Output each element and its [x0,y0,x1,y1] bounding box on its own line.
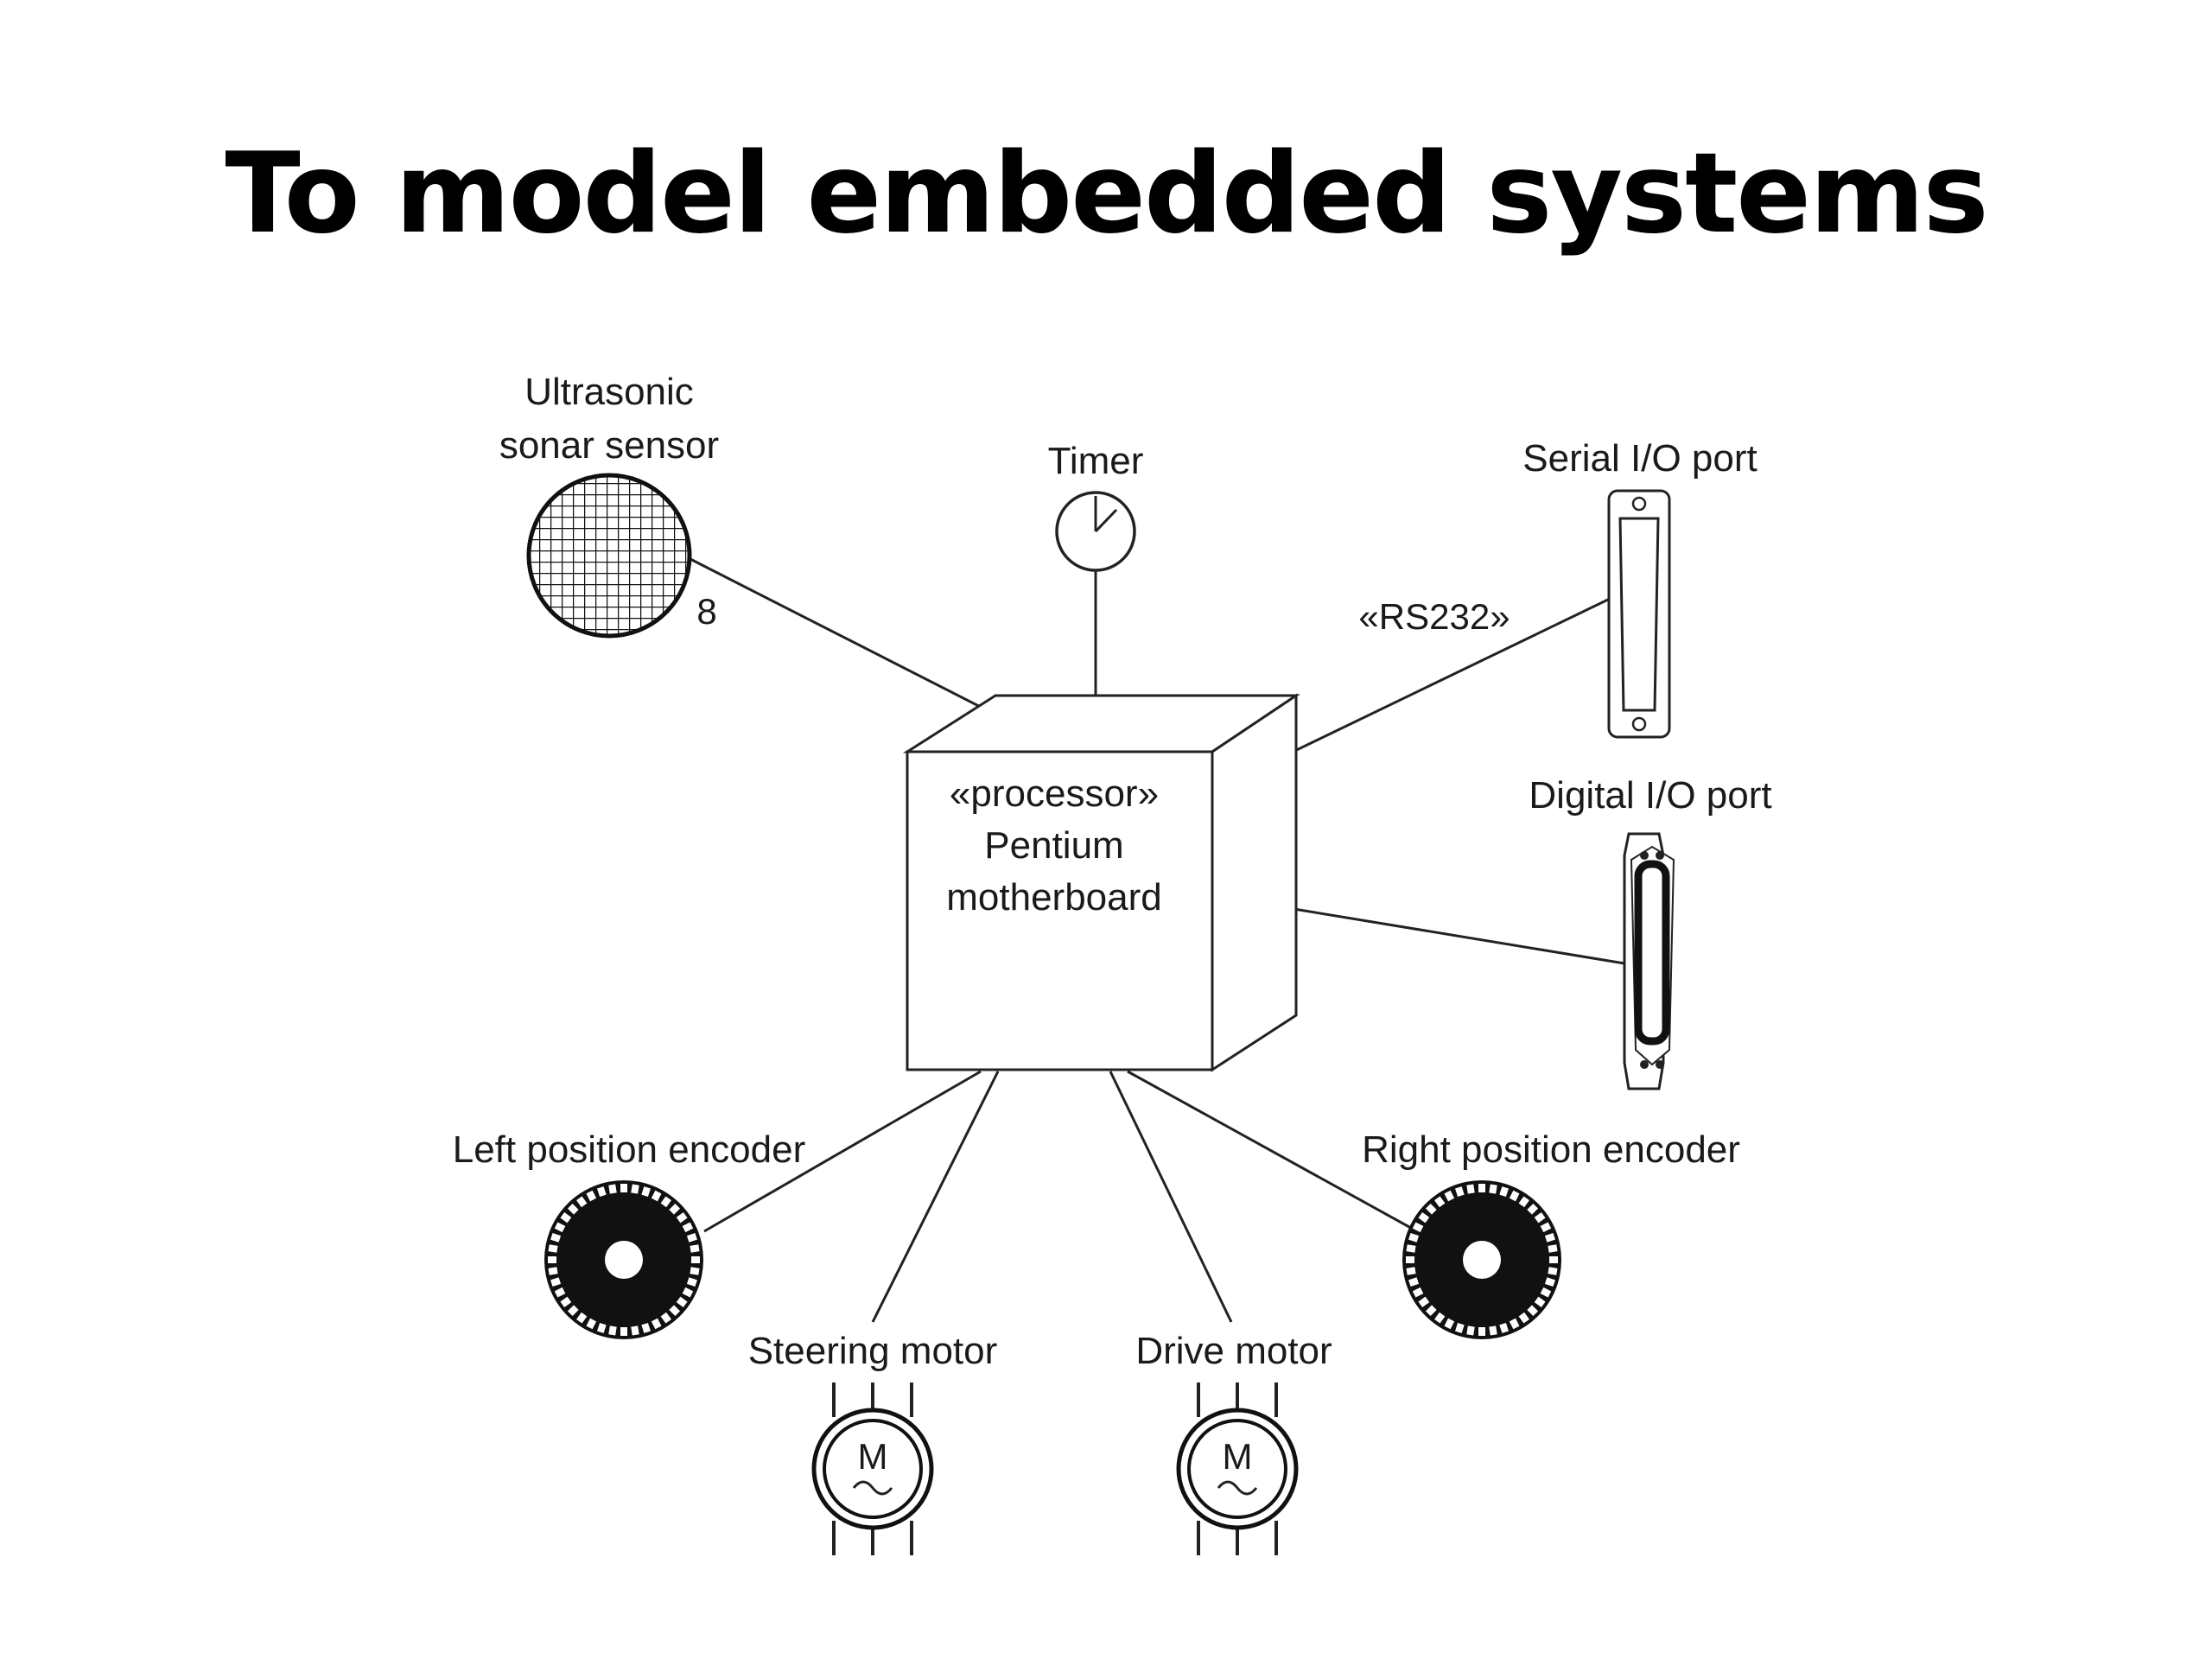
drive-motor-symbol: M [1223,1436,1253,1477]
sonar-label-line2: sonar sensor [499,424,719,467]
left-position-encoder[interactable]: Left position encoder [453,1128,806,1339]
encoder-wheel-icon [544,1180,703,1339]
right-position-encoder[interactable]: Right position encoder [1362,1128,1740,1339]
serial-port-label: Serial I/O port [1522,437,1757,480]
rs232-connector-label: «RS232» [1358,596,1510,637]
processor-node[interactable]: «processor» Pentium motherboard [902,693,1300,1072]
processor-name-line2: motherboard [946,876,1161,918]
digital-link [1256,901,1625,965]
left-encoder-label: Left position encoder [453,1128,806,1171]
drive-motor[interactable]: Drive motor M [1135,1330,1332,1555]
sonar-label-line1: Ultrasonic [524,371,694,413]
serial-io-port[interactable]: Serial I/O port «RS232» [1358,437,1758,739]
db25-connector-icon [1607,489,1671,739]
drive-link [1109,1071,1233,1323]
sonar-link [686,556,1005,721]
processor-stereotype: «processor» [950,772,1159,815]
steering-motor[interactable]: Steering motor M [748,1330,998,1555]
sonar-multiplicity: 8 [696,591,716,632]
steering-motor-label: Steering motor [748,1330,998,1372]
parallel-connector-icon [1623,832,1675,1090]
digital-io-port[interactable]: Digital I/O port [1529,774,1772,1090]
slide-title: To model embedded systems [225,130,1988,258]
right-encoder-link [1127,1070,1418,1233]
sonar-grid-icon [526,473,692,639]
clock-icon [1055,491,1136,572]
timer-device[interactable]: Timer [1048,440,1144,572]
steering-motor-symbol: M [858,1436,888,1477]
motor-icon [1176,1382,1299,1555]
processor-name-line1: Pentium [984,824,1123,867]
digital-port-label: Digital I/O port [1529,774,1771,817]
motor-icon [811,1382,934,1555]
steering-link [871,1071,1000,1323]
right-encoder-label: Right position encoder [1362,1128,1740,1171]
sonar-sensor[interactable]: Ultrasonic sonar sensor 8 [499,371,719,639]
encoder-wheel-icon [1402,1180,1561,1339]
timer-label: Timer [1048,440,1144,482]
serial-link [1256,596,1612,771]
left-encoder-link [703,1070,982,1233]
drive-motor-label: Drive motor [1135,1330,1332,1372]
